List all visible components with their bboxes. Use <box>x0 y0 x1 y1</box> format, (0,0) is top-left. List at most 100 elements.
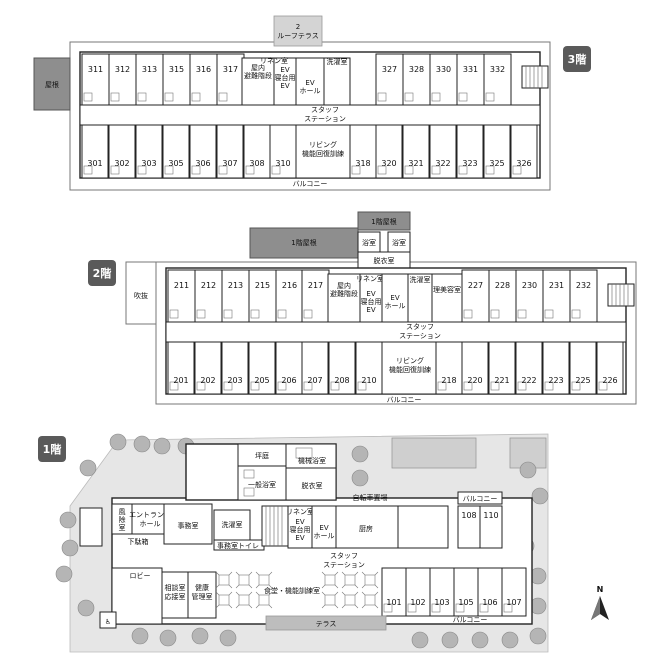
floor2-balcony: バルコニー <box>387 396 422 404</box>
floor2-room-210: 210 <box>355 341 383 395</box>
floor3-room-311: 311 <box>81 53 110 106</box>
svg-text:312: 312 <box>115 65 130 74</box>
floor2-room-208: 208 <box>328 341 356 395</box>
floor2-room-218: 218 <box>435 341 463 395</box>
svg-text:331: 331 <box>463 65 478 74</box>
floor2-evac-stair: 屋内避難階段 <box>330 281 358 298</box>
floor3-laundry: 洗濯室 <box>327 57 348 66</box>
floor2-dressing: 脱衣室 <box>374 256 395 265</box>
svg-text:318: 318 <box>355 159 370 168</box>
svg-text:228: 228 <box>495 281 510 290</box>
svg-text:230: 230 <box>522 281 537 290</box>
floor1-consult: 相談室応接室 <box>165 583 186 601</box>
svg-text:105: 105 <box>458 598 473 607</box>
svg-text:311: 311 <box>88 65 103 74</box>
floor1-dressing: 脱衣室 <box>302 481 323 490</box>
floor3-room-301: 301 <box>81 124 109 179</box>
floor1-room-102: 102 <box>405 567 431 617</box>
floor2-room-201: 201 <box>167 341 195 395</box>
floor1-room-108: 108 <box>461 511 476 520</box>
floor1-office: 事務室 <box>178 521 199 530</box>
floor2-room-203: 203 <box>221 341 249 395</box>
svg-text:306: 306 <box>195 159 210 168</box>
floor3-room-320: 320 <box>375 124 403 179</box>
svg-text:307: 307 <box>222 159 237 168</box>
floor1-room-105: 105 <box>453 567 479 617</box>
floor2-bath1: 浴室 <box>362 238 376 247</box>
floor3-room-305: 305 <box>162 124 190 179</box>
floor2-room-220: 220 <box>461 341 489 395</box>
svg-text:102: 102 <box>410 598 425 607</box>
floor1-health: 健康管理室 <box>192 583 213 601</box>
floor3-room-322: 322 <box>429 124 457 179</box>
svg-text:305: 305 <box>168 159 183 168</box>
svg-text:215: 215 <box>255 281 270 290</box>
svg-text:327: 327 <box>382 65 397 74</box>
floor3-living: リビング機能回復訓練 <box>302 140 344 158</box>
floor3-room-315: 315 <box>162 53 191 106</box>
floor1-general-bath: 一般浴室 <box>248 480 276 489</box>
svg-text:321: 321 <box>408 159 423 168</box>
svg-text:2階: 2階 <box>93 266 112 280</box>
svg-text:203: 203 <box>227 376 242 385</box>
floor2-roof-1f-b <box>357 211 411 231</box>
floor3-room-308: 308 <box>243 124 271 179</box>
floor1-laundry: 洗濯室 <box>222 520 243 529</box>
floor3-staff-station: スタッフステーション <box>304 105 346 123</box>
floor2-room-205: 205 <box>248 341 276 395</box>
floor2-room-222: 222 <box>515 341 543 395</box>
svg-text:213: 213 <box>228 281 243 290</box>
floor1-balcony: バルコニー <box>453 616 488 624</box>
svg-text:220: 220 <box>467 376 482 385</box>
svg-text:222: 222 <box>521 376 536 385</box>
svg-text:107: 107 <box>506 598 521 607</box>
svg-text:325: 325 <box>489 159 504 168</box>
floor1-wind: 風除室 <box>119 508 126 532</box>
svg-text:317: 317 <box>223 65 238 74</box>
svg-text:232: 232 <box>576 281 591 290</box>
svg-text:310: 310 <box>275 159 290 168</box>
svg-text:103: 103 <box>434 598 449 607</box>
svg-text:208: 208 <box>334 376 349 385</box>
svg-text:226: 226 <box>602 376 617 385</box>
svg-text:315: 315 <box>169 65 184 74</box>
floor3-room-331: 331 <box>456 53 485 106</box>
svg-text:N: N <box>597 585 604 594</box>
floor1-room-103: 103 <box>429 567 455 617</box>
floor3-room-327: 327 <box>375 53 404 106</box>
floor3-evac-stair: 屋内避難階段 <box>244 63 272 80</box>
svg-text:110: 110 <box>483 511 498 520</box>
floor2-room-206: 206 <box>275 341 303 395</box>
floor3-room-318: 318 <box>349 124 377 179</box>
floor2-linen: リネン室 <box>356 274 384 283</box>
floor2-room-207: 207 <box>301 341 329 395</box>
svg-text:202: 202 <box>200 376 215 385</box>
svg-text:316: 316 <box>196 65 211 74</box>
floor2-room-213: 213 <box>221 269 250 323</box>
floor1-kitchen: 厨房 <box>359 524 373 533</box>
svg-text:313: 313 <box>142 65 157 74</box>
floor2-roof-1f-b-label: 1階屋根 <box>371 217 396 226</box>
floor2-room-223: 223 <box>542 341 570 395</box>
floor3-room-302: 302 <box>108 124 136 179</box>
svg-text:330: 330 <box>436 65 451 74</box>
floor3-room-330: 330 <box>429 53 458 106</box>
floor2-barber: 理美容室 <box>433 285 461 294</box>
dining-tables <box>215 571 379 609</box>
floor3-badge: 3階 <box>563 46 591 72</box>
floor3-balcony: バルコニー <box>293 180 328 188</box>
floor2-room-231: 231 <box>542 269 571 323</box>
floor2-room-216: 216 <box>275 269 304 323</box>
svg-text:206: 206 <box>281 376 296 385</box>
floor1-badge: 1階 <box>38 436 66 462</box>
floor2-roof-1f-label: 1階屋根 <box>291 238 316 247</box>
floor3-linen: リネン室 <box>260 56 288 65</box>
floor2-room-212: 212 <box>194 269 223 323</box>
floor1-entrance: エントランスホール <box>129 511 171 528</box>
